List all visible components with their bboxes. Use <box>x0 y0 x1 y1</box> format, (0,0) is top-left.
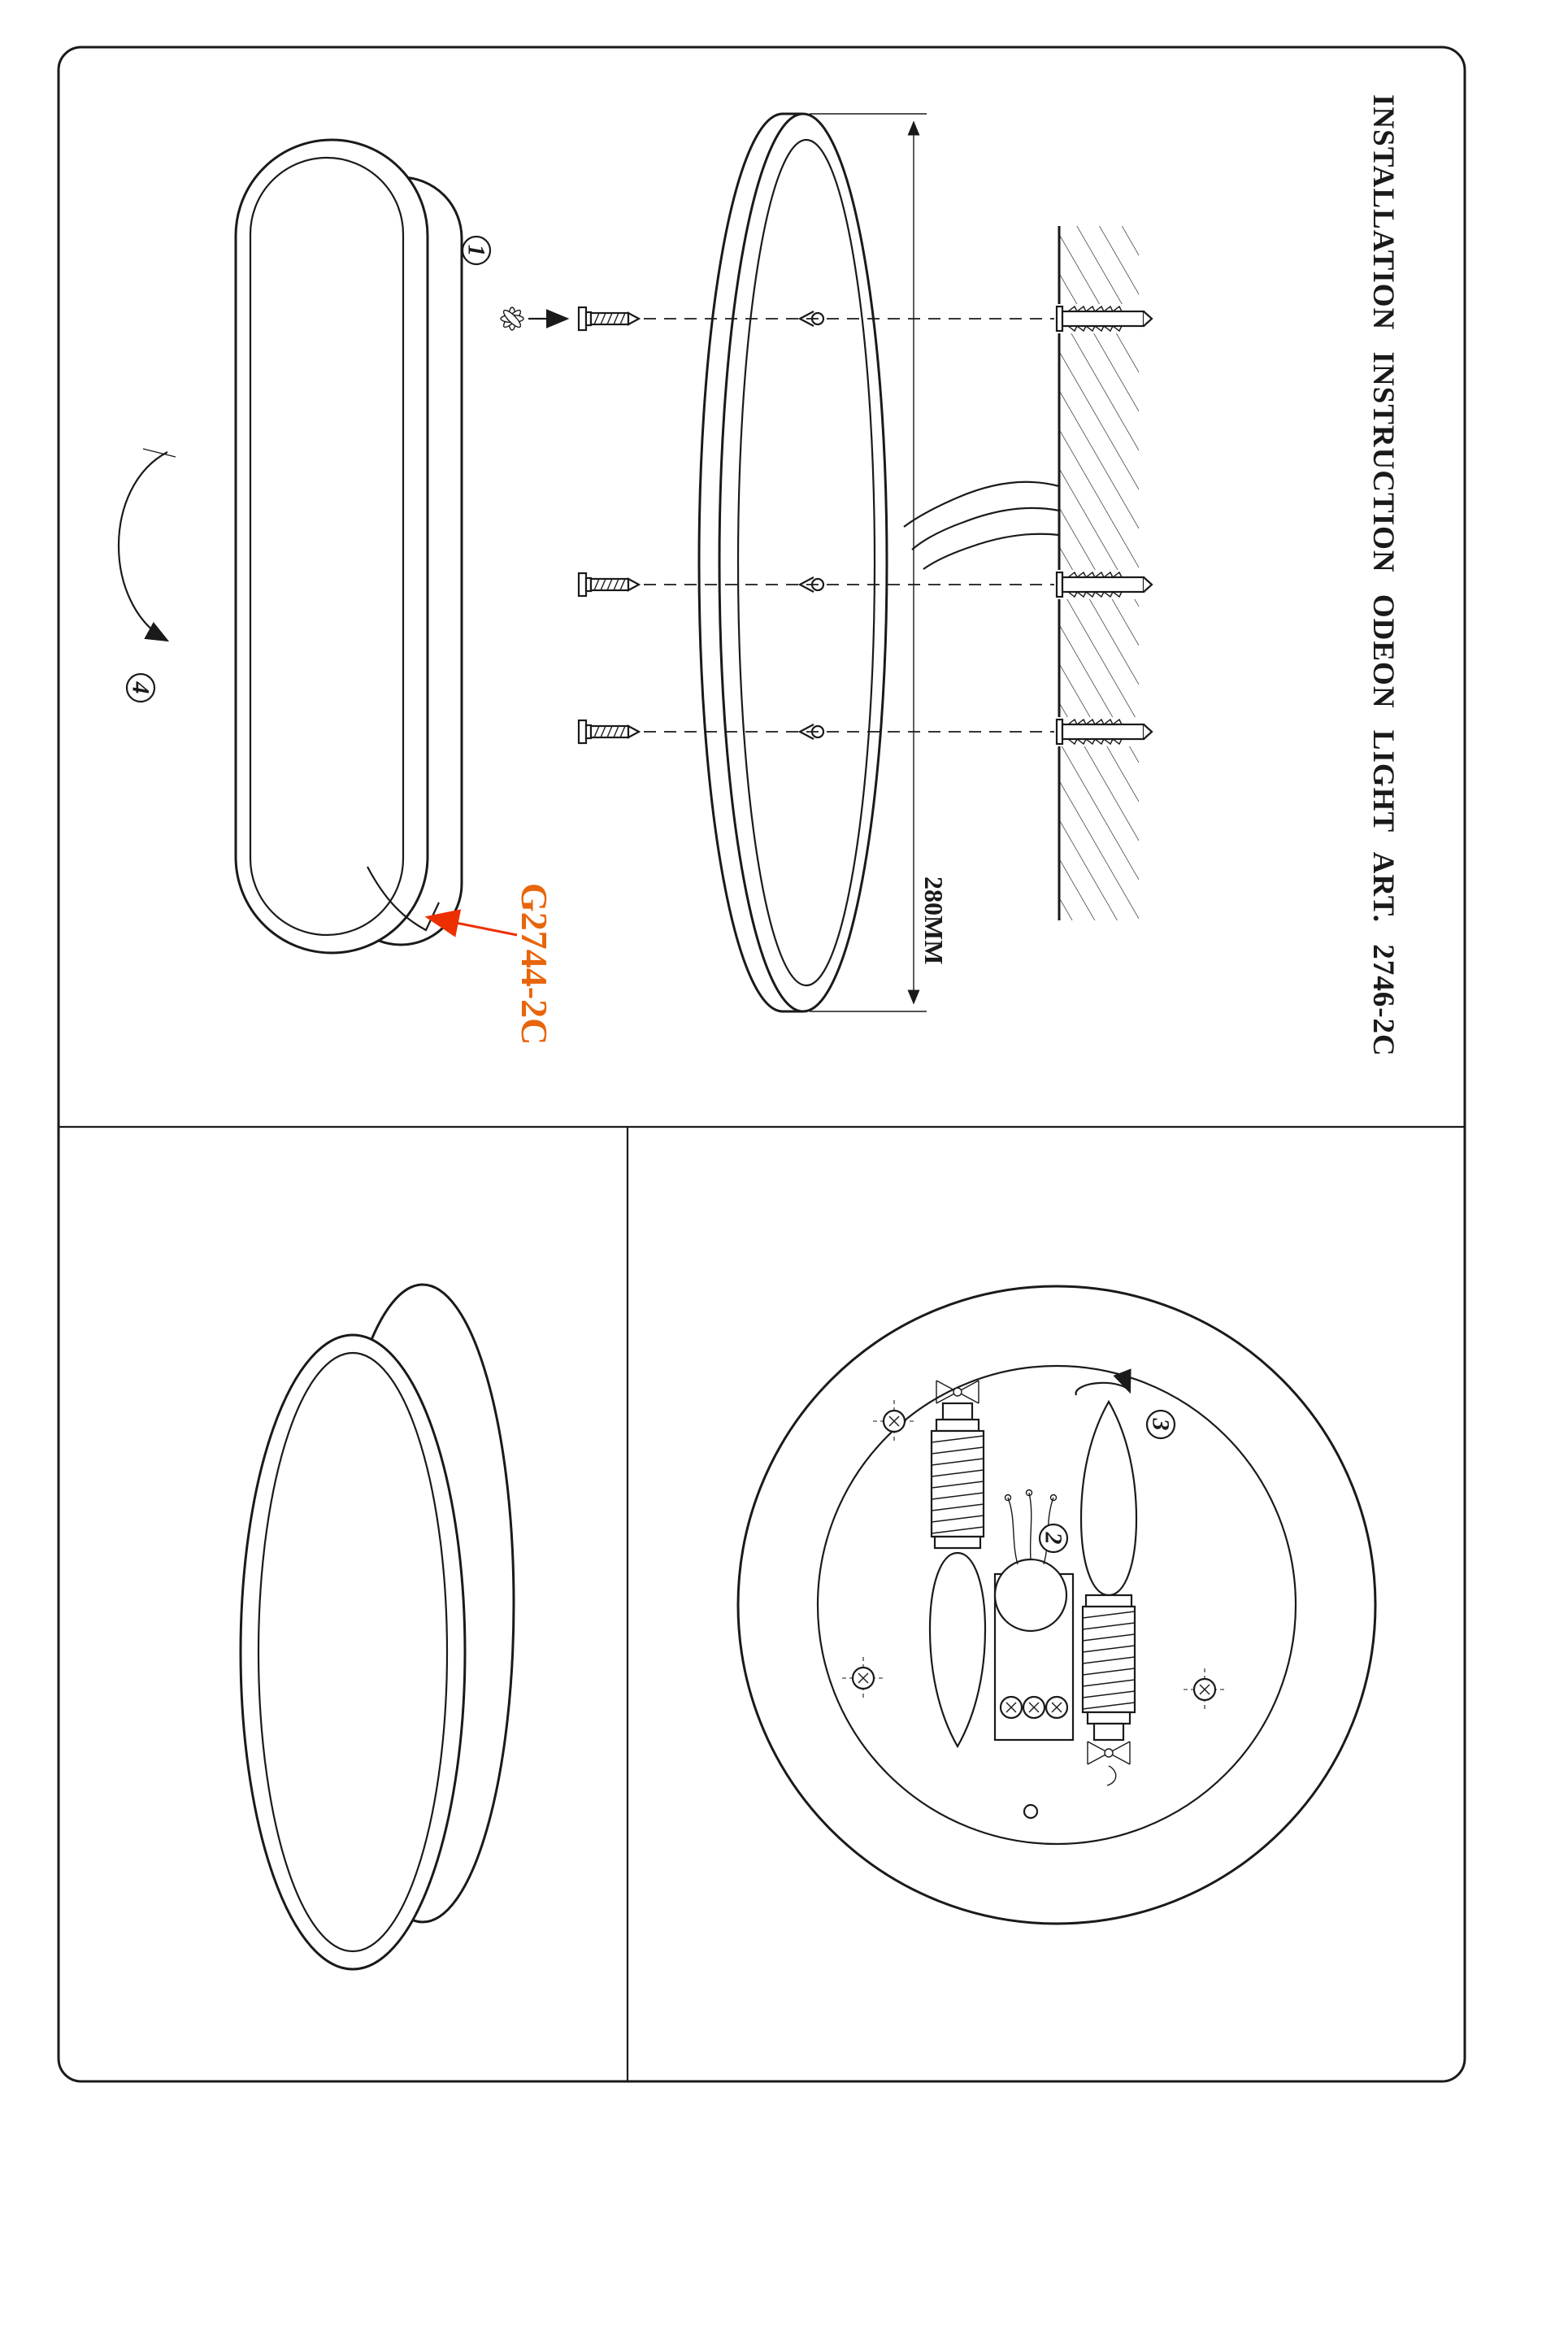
candle-bulb <box>928 1551 987 1749</box>
dimension-280mm: 280MM <box>810 113 949 1012</box>
assembled-view <box>239 1283 515 1971</box>
exploded-view: 1 <box>118 94 1400 1057</box>
fixing-screw-3 <box>577 719 641 745</box>
rotate-arrow-icon <box>118 451 170 642</box>
wall-plug-2 <box>1053 568 1157 601</box>
top-view: 3 2 <box>736 1285 1377 1925</box>
step-4-annotation: 4 <box>118 448 176 703</box>
fixing-screw-1 <box>577 306 641 332</box>
rotate-arrow-icon-small <box>1075 1368 1131 1396</box>
terminal-screw-slot <box>1006 1702 1017 1713</box>
step-3-badge: 3 <box>1145 1409 1176 1440</box>
mains-wire <box>903 481 1060 528</box>
part-label: G2744-2C <box>514 883 555 1045</box>
wall-section <box>903 226 1157 920</box>
screw-head-flower-icon <box>500 307 524 331</box>
plate-inner-edge <box>736 138 876 987</box>
plate-rim <box>697 112 784 1013</box>
terminal-wire <box>1028 1492 1032 1560</box>
socket-holder <box>941 1402 974 1421</box>
bulb-assembly-right <box>1079 1399 1138 1786</box>
base-plate-circle <box>816 1364 1297 1846</box>
step-1-number: 1 <box>463 245 490 257</box>
sheet-frame <box>57 46 1466 2083</box>
wall-plug-1 <box>1053 302 1157 335</box>
mounting-plate <box>697 112 888 1013</box>
flower-petal-icon <box>502 309 522 328</box>
step-4-number: 4 <box>128 681 154 694</box>
step-1-circle <box>461 235 492 266</box>
step-2-circle <box>1038 1523 1069 1554</box>
wire-hook <box>1106 1765 1117 1786</box>
terminal-wires <box>1004 1489 1058 1565</box>
dimension-label: 280MM <box>919 876 949 964</box>
assembled-cover <box>239 1333 467 1971</box>
lamp-cover <box>234 138 429 955</box>
mains-wire <box>911 507 1060 550</box>
wire-end <box>1025 1489 1033 1497</box>
wall-plug-3 <box>1053 715 1157 748</box>
terminal-block-assembly <box>993 1489 1075 1742</box>
plate-hole <box>1023 1803 1039 1820</box>
socket-nut <box>935 1418 980 1433</box>
step-2-badge: 2 <box>1038 1523 1069 1554</box>
mains-wire <box>923 533 1060 570</box>
mains-wires <box>903 481 1060 570</box>
rotate-arrow-tail <box>142 448 176 458</box>
socket-rim <box>1084 1594 1133 1608</box>
clip-pin <box>1104 1748 1114 1758</box>
lamp-cover-inner-rim <box>249 156 405 937</box>
bulb-assembly-left <box>928 1380 987 1749</box>
part-callout: G2744-2C <box>424 883 555 1045</box>
step-2-number: 2 <box>1040 1532 1067 1545</box>
sheet-title: INSTALLATION INSTRUCTION ODEON LIGHT ART… <box>1366 94 1400 1057</box>
terminal-screws <box>999 1695 1069 1720</box>
terminal-screw-slot <box>1028 1702 1040 1713</box>
socket-holder <box>1092 1722 1125 1742</box>
socket-threads <box>930 1429 985 1538</box>
alignment-guides <box>644 318 1055 733</box>
terminal-screw-slot <box>1051 1702 1062 1713</box>
socket-nut <box>1086 1711 1131 1725</box>
terminal-wire <box>1007 1497 1019 1565</box>
cable-grommet <box>993 1558 1068 1633</box>
socket-threads <box>1081 1605 1136 1714</box>
step-4-circle <box>125 672 156 703</box>
part-pointer-arrow <box>424 909 518 937</box>
fixing-screw-2 <box>577 572 641 598</box>
lamp-cover-assembly <box>234 138 463 955</box>
socket-rim <box>933 1535 982 1550</box>
plate-face <box>718 112 888 1013</box>
sheet-border <box>57 46 1466 2083</box>
assembled-cover-rim <box>257 1351 449 1953</box>
wire-end <box>1004 1494 1012 1502</box>
step-3-circle <box>1145 1409 1176 1440</box>
step-3-number: 3 <box>1148 1418 1175 1431</box>
cover-latch-clip <box>367 866 440 932</box>
wire-end <box>1049 1494 1058 1502</box>
step-1-badge: 1 <box>461 235 492 266</box>
clip-pin <box>953 1387 962 1397</box>
